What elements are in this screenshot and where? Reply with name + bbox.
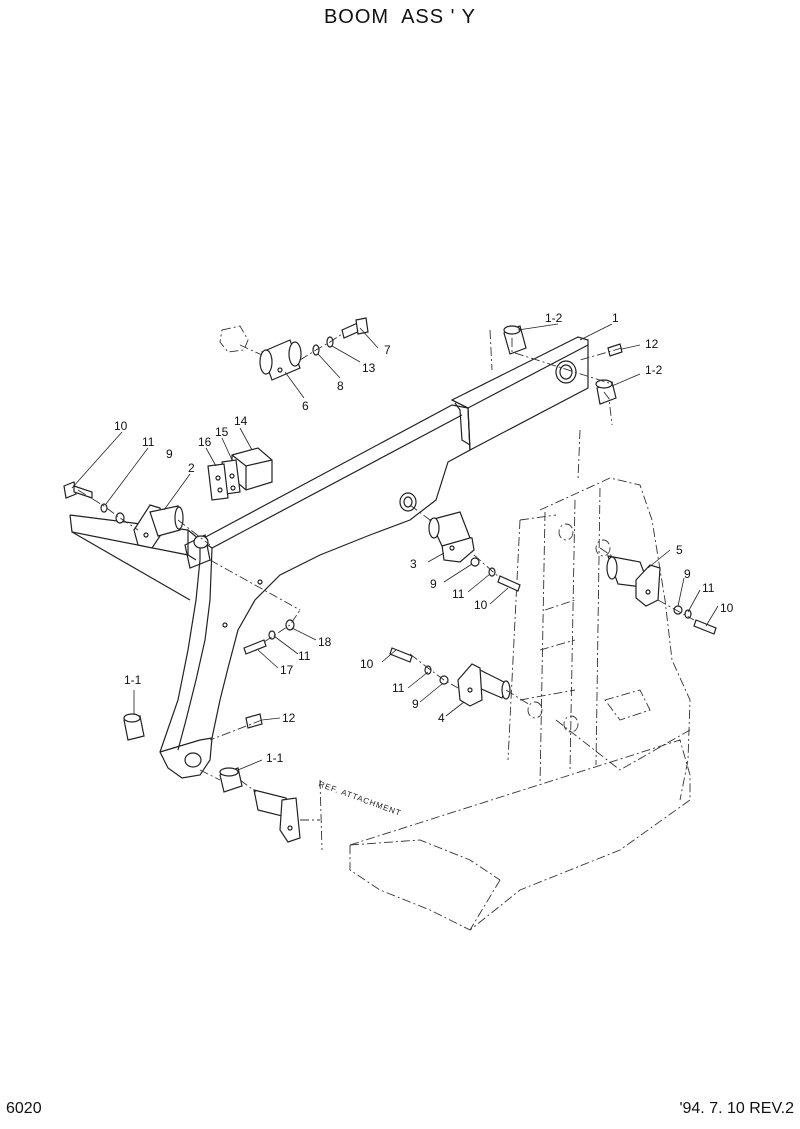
callout-7: 7 — [384, 343, 391, 357]
callout-11-mid: 11 — [452, 587, 465, 601]
callout-9-low: 9 — [412, 697, 419, 711]
pin-5-assembly — [606, 555, 717, 635]
boom-extension — [450, 329, 613, 451]
callout-15: 15 — [215, 425, 229, 439]
callout-9-mid: 9 — [430, 577, 437, 591]
callout-11-right: 11 — [702, 581, 715, 595]
bolt-17-assembly — [243, 619, 295, 655]
bushing-1-1-low — [219, 767, 243, 793]
callout-10-low: 10 — [360, 657, 374, 671]
bushing-1-1-left — [123, 713, 145, 741]
callout-9-right: 9 — [684, 567, 691, 581]
attachment-frame — [319, 429, 691, 931]
pad-14-15-16 — [207, 447, 273, 501]
pin-2-assembly — [133, 504, 184, 549]
callout-11-low2: 11 — [392, 681, 405, 695]
callout-11-left: 11 — [142, 435, 155, 449]
revision-date: '94. 7. 10 REV.2 — [679, 1100, 794, 1117]
callout-17: 17 — [280, 663, 294, 677]
callout-8: 8 — [337, 379, 344, 393]
callout-1: 1 — [612, 311, 619, 325]
callout-9-left: 9 — [166, 447, 173, 461]
pin-6-assembly — [219, 317, 369, 381]
pin-4-assembly — [389, 647, 511, 707]
callout-12-top: 12 — [645, 337, 659, 351]
callout-1-2-right: 1-2 — [645, 363, 663, 377]
callout-2: 2 — [188, 461, 195, 475]
leader-lines — [71, 323, 719, 793]
pin-3-assembly — [428, 511, 521, 592]
callout-5: 5 — [676, 543, 683, 557]
callout-11-low: 11 — [298, 649, 311, 663]
callout-10-right: 10 — [720, 601, 734, 615]
boom-body — [69, 404, 471, 779]
callout-1-2-top: 1-2 — [545, 311, 563, 325]
callout-12-low: 12 — [282, 711, 296, 725]
callout-10-mid: 10 — [474, 598, 488, 612]
callout-6: 6 — [302, 399, 309, 413]
callout-1-1-left: 1-1 — [124, 673, 142, 687]
callout-16: 16 — [198, 435, 212, 449]
callout-18: 18 — [318, 635, 332, 649]
bushing-1-2-right — [595, 379, 617, 405]
callout-10-left: 10 — [114, 419, 128, 433]
callout-3: 3 — [410, 557, 417, 571]
callout-14: 14 — [234, 414, 248, 428]
callout-1-1-low: 1-1 — [266, 751, 284, 765]
page-number: 6020 — [6, 1100, 42, 1117]
bolt-10-left-assembly — [63, 481, 125, 524]
callout-13: 13 — [362, 361, 376, 375]
lower-pin — [253, 789, 320, 843]
callout-labels: 1 1-2 12 1-2 7 13 8 6 14 15 16 10 11 9 2… — [114, 311, 734, 765]
callout-4: 4 — [438, 711, 445, 725]
reference-note: REF. ATTACHMENT — [317, 779, 402, 817]
page-title: BOOM ASS ' Y — [323, 6, 477, 28]
bushing-1-2-top — [503, 325, 527, 355]
